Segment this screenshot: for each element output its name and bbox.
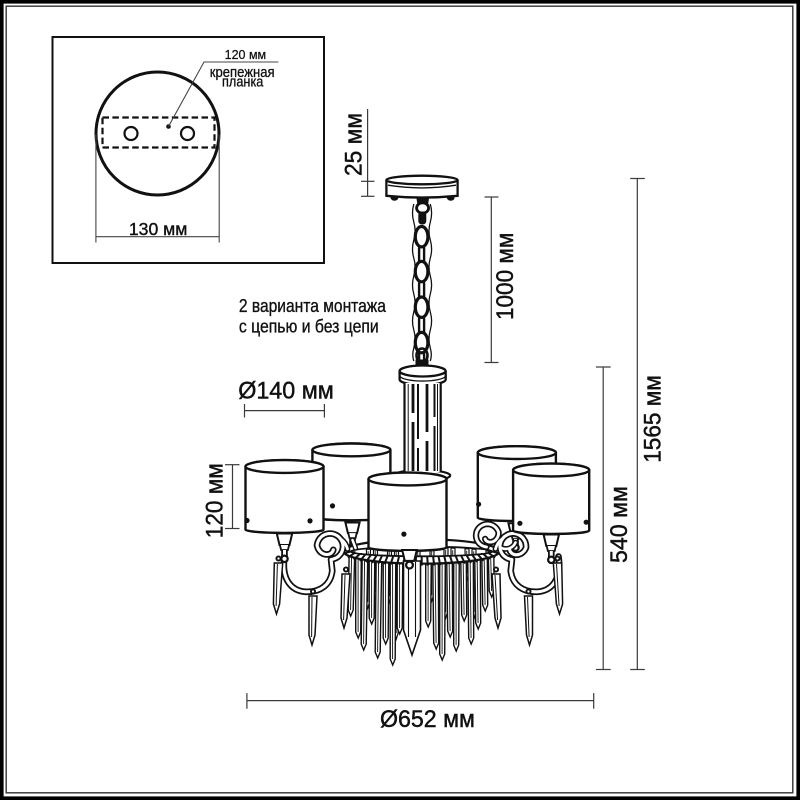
svg-text:2 варианта монтажа: 2 варианта монтажа: [239, 296, 387, 316]
svg-text:120 мм: 120 мм: [202, 463, 229, 538]
svg-text:Ø140 мм: Ø140 мм: [238, 378, 334, 405]
svg-text:планка: планка: [222, 75, 264, 91]
svg-text:Ø652 мм: Ø652 мм: [380, 706, 475, 733]
svg-text:крепежная: крепежная: [210, 65, 275, 81]
svg-text:1565 мм: 1565 мм: [640, 375, 667, 463]
svg-text:25 мм: 25 мм: [341, 113, 368, 176]
svg-text:1000 мм: 1000 мм: [492, 233, 519, 321]
svg-text:130 мм: 130 мм: [129, 219, 187, 239]
svg-text:120 мм: 120 мм: [225, 48, 267, 62]
svg-text:540 мм: 540 мм: [606, 486, 633, 563]
svg-text:с цепью и без цепи: с цепью и без цепи: [239, 316, 379, 336]
